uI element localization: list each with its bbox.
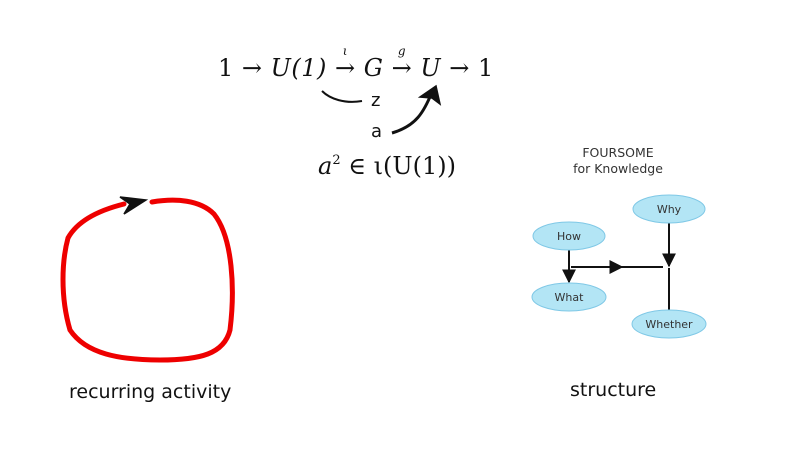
iota-label: ι [342, 44, 348, 58]
loop-arrowhead [119, 196, 149, 215]
label-z: z [371, 90, 381, 111]
caption-structure: structure [570, 379, 657, 401]
node-how: How [532, 221, 606, 251]
node-what: What [531, 282, 607, 312]
seq-arrow: → [241, 54, 263, 82]
exact-sequence: 1 → U(1) →ι G →g U → 1 [218, 44, 494, 82]
seq-iota-arrow: →ι [335, 44, 356, 82]
foursome-title: FOURSOME for Knowledge [548, 145, 688, 177]
cond-a: a [318, 152, 333, 180]
node-how-label: How [557, 230, 581, 243]
seq-u: U [420, 54, 442, 82]
foursome-title-line2: for Knowledge [573, 161, 663, 176]
cond-exponent: 2 [332, 153, 341, 168]
seq-u1: U(1) [270, 54, 327, 82]
seq-arrow-last: → [449, 54, 470, 82]
node-whether-label: Whether [645, 318, 693, 331]
seq-one-right: 1 [477, 54, 494, 82]
caption-recurring-activity: recurring activity [69, 381, 232, 403]
condition-formula: a2 ∈ ι(U(1)) [318, 152, 456, 180]
node-what-label: What [555, 291, 585, 304]
label-a: a [371, 121, 383, 142]
node-why-label: Why [657, 203, 682, 216]
node-why: Why [632, 194, 706, 224]
seq-g-arrow: →g [391, 44, 413, 82]
g-label: g [397, 44, 406, 58]
seq-one-left: 1 [218, 54, 234, 82]
a-arrowhead [417, 84, 442, 106]
z-curve [321, 90, 363, 103]
cond-rest: ∈ ι(U(1)) [340, 152, 456, 180]
recurring-loop [60, 197, 235, 363]
node-whether: Whether [631, 309, 707, 339]
seq-group: G [363, 54, 384, 82]
foursome-title-line1: FOURSOME [582, 145, 654, 160]
